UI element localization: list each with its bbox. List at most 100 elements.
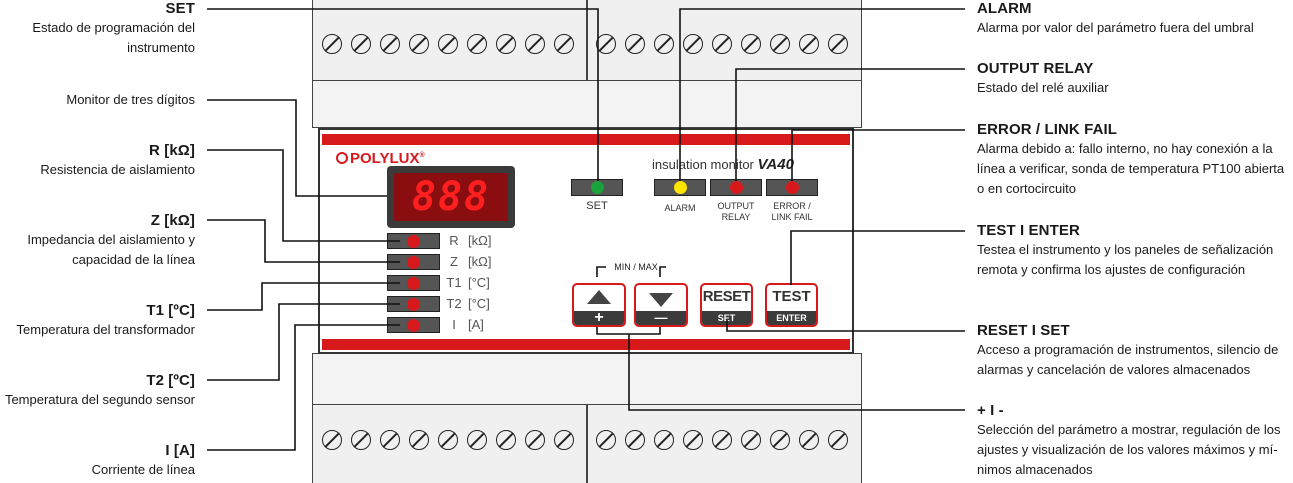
callout-r: R [kΩ] Resistencia de aislamiento <box>0 142 195 180</box>
terminal-screw <box>683 430 703 450</box>
param-unit-z: [kΩ] <box>468 254 492 269</box>
front-panel-top-stripe <box>322 134 850 145</box>
callout-plus-minus-desc-3: nimos almacenados <box>977 462 1093 477</box>
display-window <box>394 173 508 221</box>
down-minus-button[interactable]: — <box>634 283 688 327</box>
param-led-i <box>387 317 440 333</box>
terminal-screw <box>409 430 429 450</box>
callout-i-title: I [A] <box>165 442 195 459</box>
callout-error-desc-1: Alarma debido a: fallo interno, no hay c… <box>977 141 1273 156</box>
minus-label: — <box>654 310 668 325</box>
callout-i-desc: Corriente de línea <box>91 462 195 477</box>
terminal-screw <box>712 34 732 54</box>
callout-test: TEST I ENTER Testea el instrumento y los… <box>977 222 1291 280</box>
callout-plus-minus-desc-2: ajustes y visualización de los valores m… <box>977 442 1278 457</box>
test-button-sub-bar <box>767 311 816 325</box>
terminal-screw <box>467 34 487 54</box>
plus-label: + <box>594 309 604 326</box>
param-unit-r: [kΩ] <box>468 233 492 248</box>
down-button-sub-bar <box>636 311 686 325</box>
param-name-i: I <box>452 317 456 332</box>
led-output-relay-red-dot <box>730 181 743 194</box>
minmax-bracket <box>596 266 606 277</box>
reset-set-button[interactable]: RESET SET <box>700 283 753 327</box>
led-set <box>571 179 623 196</box>
callout-reset-desc-2: alarmas y cancelación de valores almacen… <box>977 362 1251 377</box>
param-unit-i: [A] <box>468 317 484 332</box>
callout-test-title: TEST I ENTER <box>977 222 1080 239</box>
leader-t2 <box>207 303 400 381</box>
led-alarm-label: ALARM <box>664 203 696 213</box>
leader-test <box>790 230 965 285</box>
reset-label: RESET <box>702 288 751 305</box>
terminal-screw <box>770 430 790 450</box>
up-plus-button[interactable]: + <box>572 283 626 327</box>
device-upper-shoulder <box>312 80 862 128</box>
callout-z-title: Z [kΩ] <box>150 212 195 229</box>
terminal-screw <box>799 34 819 54</box>
leader-r <box>207 149 400 242</box>
param-led-z-dot <box>407 256 420 269</box>
param-led-t2-dot <box>407 298 420 311</box>
param-unit-t1: [°C] <box>468 275 490 290</box>
terminal-screw <box>351 34 371 54</box>
brand-registered-mark: ® <box>419 152 425 159</box>
callout-z-desc-1: Impedancia del aislamiento y <box>27 232 195 247</box>
led-output-relay-label-2: RELAY <box>721 212 751 222</box>
terminal-screw <box>525 34 545 54</box>
param-led-i-dot <box>407 319 420 332</box>
terminal-screw <box>770 34 790 54</box>
led-set-label: SET <box>586 200 608 212</box>
callout-reset-desc-1: Acceso a programación de instrumentos, s… <box>977 342 1279 357</box>
model-prefix: insulation monitor <box>652 157 754 172</box>
terminal-screw <box>741 34 761 54</box>
callout-display-desc: Monitor de tres dígitos <box>66 92 195 107</box>
leader-error <box>791 129 965 181</box>
reset-sub-label: SET <box>717 313 736 323</box>
test-label: TEST <box>772 288 811 305</box>
minmax-label: MIN / MAX <box>606 262 666 272</box>
callout-t2: T2 [ºC] Temperatura del segundo sensor <box>0 372 195 410</box>
led-error-red-dot <box>786 181 799 194</box>
callout-t2-title: T2 [ºC] <box>146 372 195 389</box>
callout-t1-title: T1 [ºC] <box>146 302 195 319</box>
leader-plus-minus <box>628 334 965 411</box>
test-sub-label: ENTER <box>776 313 807 323</box>
terminal-screw <box>654 430 674 450</box>
callout-r-desc: Resistencia de aislamiento <box>40 162 195 177</box>
terminal-screw <box>799 430 819 450</box>
device-top-divider <box>586 0 588 82</box>
down-arrow-icon <box>649 293 673 307</box>
terminal-screw <box>322 34 342 54</box>
callout-reset-title: RESET I SET <box>977 322 1070 339</box>
callout-output-relay: OUTPUT RELAY Estado del relé auxiliar <box>977 60 1291 98</box>
param-name-t1: T1 <box>446 275 462 290</box>
callout-z-desc-2: capacidad de la línea <box>72 252 195 267</box>
callout-set-desc-2: instrumento <box>127 40 195 55</box>
callout-r-title: R [kΩ] <box>149 142 195 159</box>
led-error-label-1: ERROR / <box>773 201 811 211</box>
callout-set: SET Estado de programación del instrumen… <box>0 0 195 58</box>
terminal-screw <box>683 34 703 54</box>
terminal-screw <box>828 430 848 450</box>
led-set-green-dot <box>591 181 604 194</box>
terminal-screw <box>625 34 645 54</box>
callout-error: ERROR / LINK FAIL Alarma debido a: fallo… <box>977 121 1291 199</box>
callout-test-desc-2: remota y confirma los ajustes de configu… <box>977 262 1246 277</box>
minmax-bracket-right <box>659 266 666 277</box>
callout-alarm-desc: Alarma por valor del parámetro fuera del… <box>977 20 1254 35</box>
leader-output-relay <box>735 68 965 181</box>
callout-output-relay-title: OUTPUT RELAY <box>977 60 1094 77</box>
param-led-r-dot <box>407 235 420 248</box>
model-label: insulation monitor VA40 <box>652 156 794 173</box>
three-digit-display: 888 <box>387 166 515 228</box>
terminal-screw <box>438 34 458 54</box>
param-name-t2: T2 <box>446 296 462 311</box>
test-enter-button[interactable]: TEST ENTER <box>765 283 818 327</box>
device-bottom-divider <box>586 404 588 483</box>
terminal-screw <box>712 430 732 450</box>
leader-t1 <box>207 282 400 311</box>
terminal-screw <box>351 430 371 450</box>
callout-set-title: SET <box>165 0 195 17</box>
